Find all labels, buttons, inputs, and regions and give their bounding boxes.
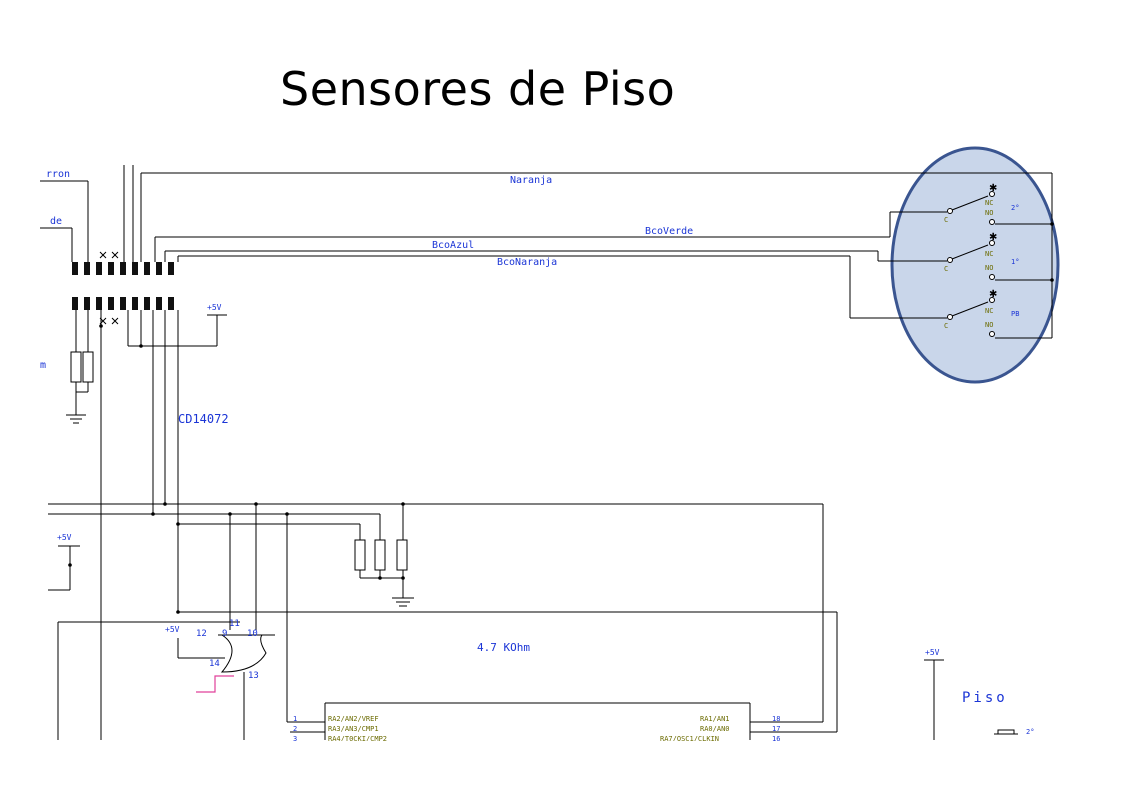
piso-label: Piso <box>962 690 1008 706</box>
switch-highlight <box>890 146 1060 384</box>
supply-label-2: +5V <box>57 533 72 542</box>
switch-floor-label: PB <box>1011 310 1019 318</box>
switch-c-label: C <box>944 265 948 273</box>
mcu-pin-name: RA2/AN2/VREF <box>328 715 379 723</box>
mcu-pin-num: 16 <box>772 735 780 743</box>
wire-label-bcoverde: BcoVerde <box>645 226 693 237</box>
mcu-pin-name: RA0/AN0 <box>700 725 730 733</box>
wire-label-bconaranja: BcoNaranja <box>497 257 557 268</box>
left-label-m: m <box>40 360 46 371</box>
piso-floor: 2° <box>1026 728 1034 736</box>
switch-nc-label: NC <box>985 199 993 207</box>
gate-pin-9: 9 <box>222 629 227 639</box>
supply-label-1: +5V <box>207 303 222 312</box>
chip-label: CD14072 <box>178 412 229 426</box>
mcu-pin-num: 3 <box>293 735 297 743</box>
mcu-pin-num: 1 <box>293 715 297 723</box>
mcu-pin-name: RA3/AN3/CMP1 <box>328 725 379 733</box>
supply-label-4: +5V <box>925 648 940 657</box>
floor-switch-pb: C NC NO PB ✱ <box>940 289 1052 339</box>
mcu-pin-name: RA4/T0CKI/CMP2 <box>328 735 387 743</box>
mcu-pin-num: 2 <box>293 725 297 733</box>
wire-label-naranja: Naranja <box>510 175 552 186</box>
switch-c-label: C <box>944 322 948 330</box>
left-label-de: de <box>50 216 62 227</box>
gate-pin-13: 13 <box>248 671 259 681</box>
supply-label-3: +5V <box>165 625 180 634</box>
gate-pin-14: 14 <box>209 659 220 669</box>
switch-floor-label: 2° <box>1011 204 1019 212</box>
switch-floor-label: 1° <box>1011 258 1019 266</box>
or-gate <box>220 634 267 673</box>
switch-no-label: NO <box>985 209 993 217</box>
left-label-rron: rron <box>46 169 70 180</box>
mcu-pin-num: 17 <box>772 725 780 733</box>
switch-actuator-icon: ✱ <box>989 289 997 300</box>
mcu-pin-name: RA1/AN1 <box>700 715 730 723</box>
switch-actuator-icon: ✱ <box>989 183 997 194</box>
connector-top <box>72 262 174 275</box>
resistor-label: 4.7 KOhm <box>477 641 530 654</box>
page-title: Sensores de Piso <box>280 62 676 116</box>
mcu-pin-num: 18 <box>772 715 780 723</box>
gate-pin-11: 11 <box>229 619 240 629</box>
wire-label-bcoazul: BcoAzul <box>432 240 474 251</box>
switch-c-label: C <box>944 216 948 224</box>
gate-pin-10: 10 <box>247 629 258 639</box>
mcu-pin-name: RA7/OSC1/CLKIN <box>660 735 719 743</box>
switch-no-label: NO <box>985 321 993 329</box>
floor-switch-2: C NC NO 2° ✱ <box>940 183 1052 225</box>
switch-nc-label: NC <box>985 307 993 315</box>
gate-pin-12: 12 <box>196 629 207 639</box>
switch-actuator-icon: ✱ <box>989 232 997 243</box>
connector-bottom <box>72 297 174 310</box>
switch-nc-label: NC <box>985 250 993 258</box>
pulse-signal <box>196 675 234 693</box>
switch-no-label: NO <box>985 264 993 272</box>
floor-switch-1: C NC NO 1° ✱ <box>940 232 1052 281</box>
